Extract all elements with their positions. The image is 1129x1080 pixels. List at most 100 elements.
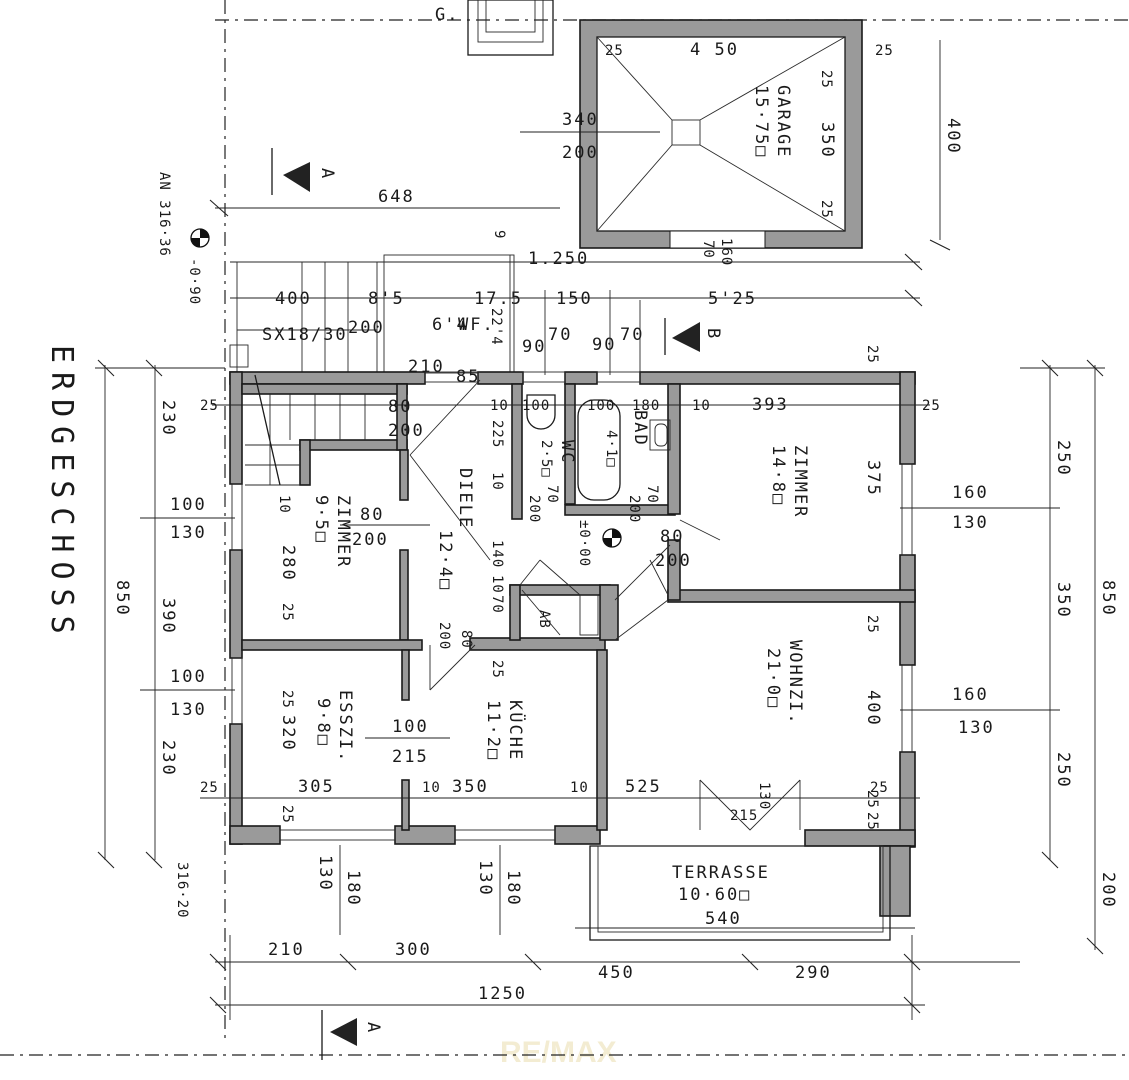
svg-text:DIELE: DIELE	[455, 468, 475, 529]
dim-g160: 160	[718, 238, 734, 266]
svg-text:AN 316·36: AN 316·36	[156, 172, 172, 257]
wf-label: WF.	[458, 315, 495, 335]
dim-150: 150	[556, 289, 593, 309]
dim-i10c: 10	[489, 472, 505, 491]
dim-i375: 375	[863, 460, 883, 497]
svg-text:12·4□: 12·4□	[435, 530, 455, 591]
garage	[579, 19, 863, 249]
svg-text:-0·90: -0·90	[186, 258, 202, 305]
dim-i215a: 215	[392, 747, 429, 767]
watermark: RE/MAX	[500, 1036, 617, 1069]
room-wc: WC 2·5□	[538, 440, 577, 478]
svg-text:GARAGE: GARAGE	[773, 85, 793, 158]
svg-text:±0·00: ±0·00	[576, 520, 592, 567]
dim-b25c: 25	[279, 805, 295, 824]
shaft-top	[467, 0, 554, 56]
dim-r160b: 160	[952, 685, 989, 705]
dim-i10a: 10	[490, 398, 509, 414]
dim-i25a: 25	[200, 398, 219, 414]
dim-b25a: 25	[200, 780, 219, 796]
dim-i80c: 80	[360, 505, 384, 525]
dim-r130a: 130	[952, 513, 989, 533]
dim-l100b: 100	[170, 667, 207, 687]
dim-r250: 250	[1053, 440, 1073, 477]
svg-text:ERDGESCHOSS: ERDGESCHOSS	[44, 345, 79, 643]
dim-r130b: 130	[958, 718, 995, 738]
dim-g340: 340	[562, 110, 599, 130]
svg-text:14·8□: 14·8□	[768, 445, 788, 506]
room-ab: AB	[536, 610, 552, 629]
dim-i100c: 100	[392, 717, 429, 737]
svg-text:WC: WC	[557, 440, 577, 464]
dim-i25d: 25	[279, 603, 295, 622]
svg-text:AB: AB	[536, 610, 552, 629]
dim-g25c: 25	[818, 70, 834, 89]
exterior-walls	[229, 371, 916, 917]
dim-l100a: 100	[170, 495, 207, 515]
section-a-bottom: A	[321, 1010, 383, 1060]
dim-i80b: 80	[660, 527, 684, 547]
dim-w130a: 130	[315, 855, 335, 892]
svg-text:WOHNZI.: WOHNZI.	[785, 640, 805, 726]
svg-text:A: A	[317, 168, 337, 180]
dim-85: 8'5	[368, 289, 405, 309]
dim-i200e: 200	[352, 530, 389, 550]
dim-400-top: 400	[275, 289, 312, 309]
dim-r160a: 160	[952, 483, 989, 503]
windows	[231, 371, 913, 841]
dim-648: 648	[378, 187, 415, 207]
svg-text:KÜCHE: KÜCHE	[505, 700, 527, 761]
dim-i25h: 25	[864, 790, 880, 809]
dim-l230: 230	[158, 400, 178, 437]
dim-s90a: 90	[522, 337, 546, 357]
g-label: G.	[435, 5, 459, 25]
svg-text:ZIMMER: ZIMMER	[333, 495, 353, 568]
entry-porch	[229, 254, 515, 374]
section-b: B	[664, 318, 723, 355]
dim-f1250: 1250	[478, 984, 527, 1004]
dim-i80a: 80	[388, 397, 412, 417]
room-bad-area: 4·1□	[603, 430, 619, 468]
dim-g25d: 25	[818, 200, 834, 219]
dim-s90b: 90	[592, 335, 616, 355]
svg-text:ESSZI.: ESSZI.	[335, 690, 355, 763]
dim-r250b: 250	[1053, 752, 1073, 789]
dim-i25b: 25	[922, 398, 941, 414]
dim-b130: 130	[756, 782, 772, 810]
dim-g25a: 25	[605, 43, 624, 59]
dim-l230b: 230	[158, 740, 178, 777]
dim-g200: 200	[562, 143, 599, 163]
dim-b25d: 25	[864, 812, 880, 831]
door-swings	[409, 379, 801, 831]
dim-w130b: 130	[475, 860, 495, 897]
dim-w180b: 180	[503, 870, 523, 907]
svg-text:A: A	[363, 1022, 383, 1034]
dim-b10a: 10	[422, 780, 441, 796]
dim-r850: 850	[1098, 580, 1118, 617]
dim-g350: 350	[817, 122, 837, 159]
room-wohnzi: WOHNZI. 21·0□	[763, 640, 805, 726]
dim-l390: 390	[158, 598, 178, 635]
dim-i225: 225	[489, 420, 505, 448]
dim-s64: 6'4	[432, 315, 469, 335]
dim-i393: 393	[752, 395, 789, 415]
dim-i140: 140	[489, 540, 505, 568]
dim-g25b: 25	[875, 43, 894, 59]
room-bad: BAD	[630, 410, 650, 447]
svg-text:9·5□: 9·5□	[311, 495, 331, 544]
dim-i280: 280	[278, 545, 298, 582]
dim-l130a: 130	[170, 523, 207, 543]
room-terrasse: TERRASSE	[672, 863, 770, 883]
svg-text:9·8□: 9·8□	[313, 698, 333, 747]
dim-i200f: 200	[436, 622, 452, 650]
dim-b215: 215	[730, 808, 758, 824]
dim-f210: 210	[268, 940, 305, 960]
dim-b305: 305	[298, 777, 335, 797]
dim-i25f: 25	[864, 615, 880, 634]
room-diele: DIELE	[455, 468, 475, 529]
dim-b525: 525	[625, 777, 662, 797]
dim-525-top: 5'25	[708, 289, 757, 309]
svg-text:15·75□: 15·75□	[751, 85, 771, 158]
dim-i200b: 200	[526, 495, 542, 523]
